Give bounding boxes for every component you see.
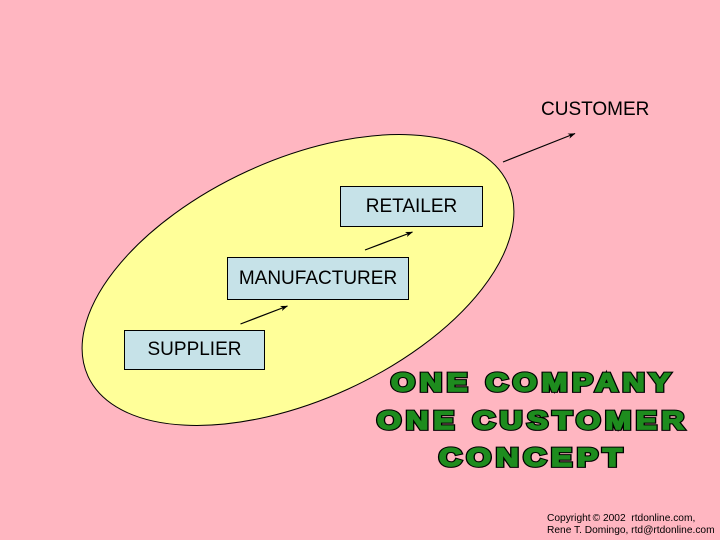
- svg-text:CONCEPT: CONCEPT: [439, 444, 627, 472]
- svg-text:ONE CUSTOMER: ONE CUSTOMER: [377, 407, 689, 435]
- svg-text:CONCEPT: CONCEPT: [439, 444, 627, 472]
- svg-text:ONE COMPANY: ONE COMPANY: [391, 369, 675, 397]
- svg-text:ONE CUSTOMER: ONE CUSTOMER: [377, 407, 689, 435]
- svg-text:ONE COMPANY: ONE COMPANY: [391, 369, 675, 397]
